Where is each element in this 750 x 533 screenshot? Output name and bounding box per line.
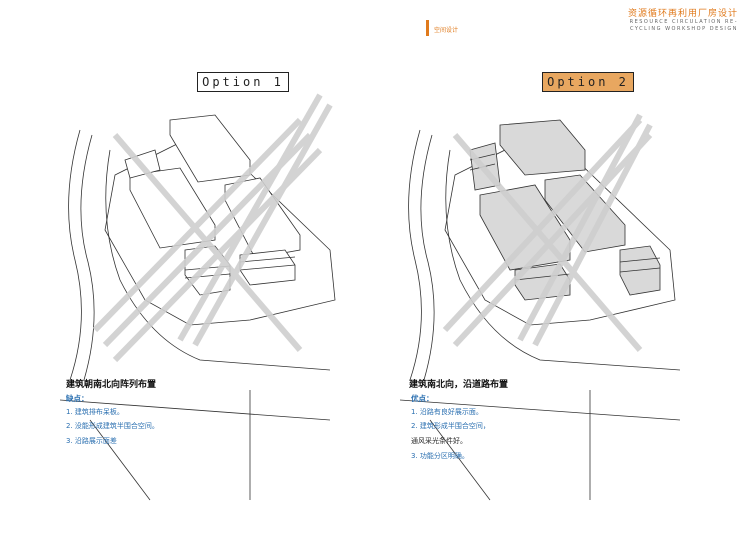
option-1-item-2: 2. 没能形成建筑半围合空间。	[66, 422, 159, 430]
document-subtitle: RESOURCE CIRCULATION RE- CYCLING WORKSHO…	[598, 19, 738, 33]
option-2-sub-label: 优点：	[411, 394, 434, 403]
option-2-heading: 建筑南北向，沿道路布置	[409, 380, 509, 390]
option-1-label: Option 1	[197, 72, 289, 92]
option-2-item-1: 1. 沿路有良好展示面。	[411, 408, 483, 416]
document-title: 资源循环再利用厂房设计	[627, 9, 738, 19]
document-subtitle-line1: RESOURCE CIRCULATION RE-	[629, 19, 738, 25]
option-1-item-1: 1. 建筑排布呆板。	[66, 408, 124, 416]
option-1-item-3: 3. 沿路展示面差	[66, 437, 117, 445]
document-subtitle-line2: CYCLING WORKSHOP DESIGN	[629, 26, 738, 32]
axis-bands-option-2	[442, 113, 653, 352]
option-2-item-2-continued: 通风采光条件好。	[411, 437, 467, 445]
option-1-sub-label: 缺点：	[66, 394, 89, 403]
header-accent-bar	[426, 20, 429, 36]
option-2-item-3: 3. 功能分区明确。	[411, 452, 469, 460]
section-label: 空间设计	[434, 27, 459, 34]
axis-bands-option-1	[92, 93, 333, 363]
option-2-item-2: 2. 建筑形成半围合空间，	[411, 422, 490, 430]
option-2-label: Option 2	[542, 72, 634, 92]
site-plan-option-1	[59, 114, 336, 501]
option-1-heading: 建筑朝南北向阵列布置	[66, 380, 157, 390]
